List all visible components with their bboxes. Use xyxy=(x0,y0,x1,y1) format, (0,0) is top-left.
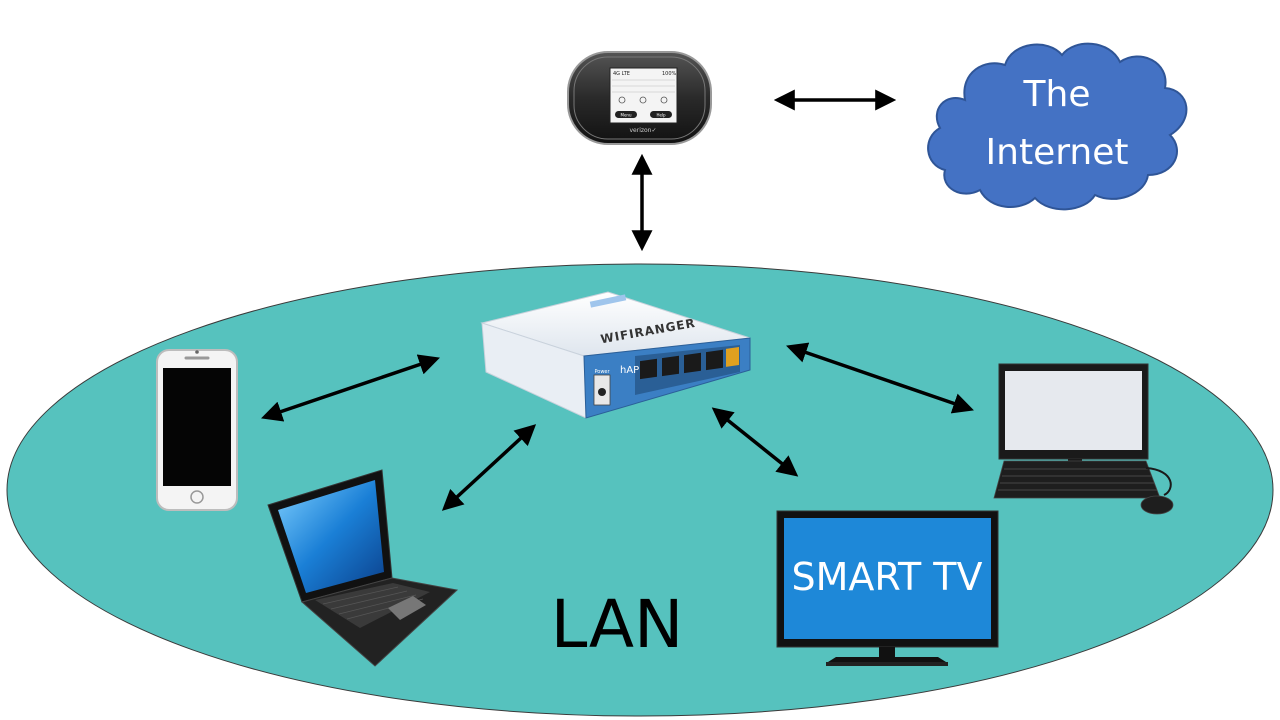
hotspot-battery: 100% xyxy=(662,71,677,77)
hotspot-brand: verizon✓ xyxy=(629,127,656,134)
cloud-label-line2: Internet xyxy=(986,132,1129,173)
smartphone-icon xyxy=(156,349,238,511)
router-model: hAP xyxy=(620,365,639,376)
hotspot-menu-label: Menu xyxy=(621,113,632,118)
lan-label: LAN xyxy=(551,586,684,663)
hotspot-help-label: Help xyxy=(656,113,666,118)
hotspot-status: 4G LTE xyxy=(613,71,630,77)
arrow-router-tv xyxy=(711,407,799,477)
laptop-icon xyxy=(267,469,459,667)
desktop-computer-icon xyxy=(993,363,1174,515)
router-icon: Power hAP WIFIRANGER xyxy=(480,291,751,419)
arrow-router-phone xyxy=(261,354,440,422)
mobile-hotspot-icon: 4G LTE 100% Menu Help verizon✓ xyxy=(567,51,712,145)
cloud-label-line1: The xyxy=(1023,74,1091,115)
cloud-icon: The Internet xyxy=(927,42,1188,211)
router-port-label: Power xyxy=(594,369,610,375)
smart-tv-icon: SMART TV xyxy=(776,510,999,666)
arrow-router-desktop xyxy=(786,342,974,414)
arrow-router-laptop xyxy=(441,424,537,511)
tv-label: SMART TV xyxy=(791,555,982,599)
